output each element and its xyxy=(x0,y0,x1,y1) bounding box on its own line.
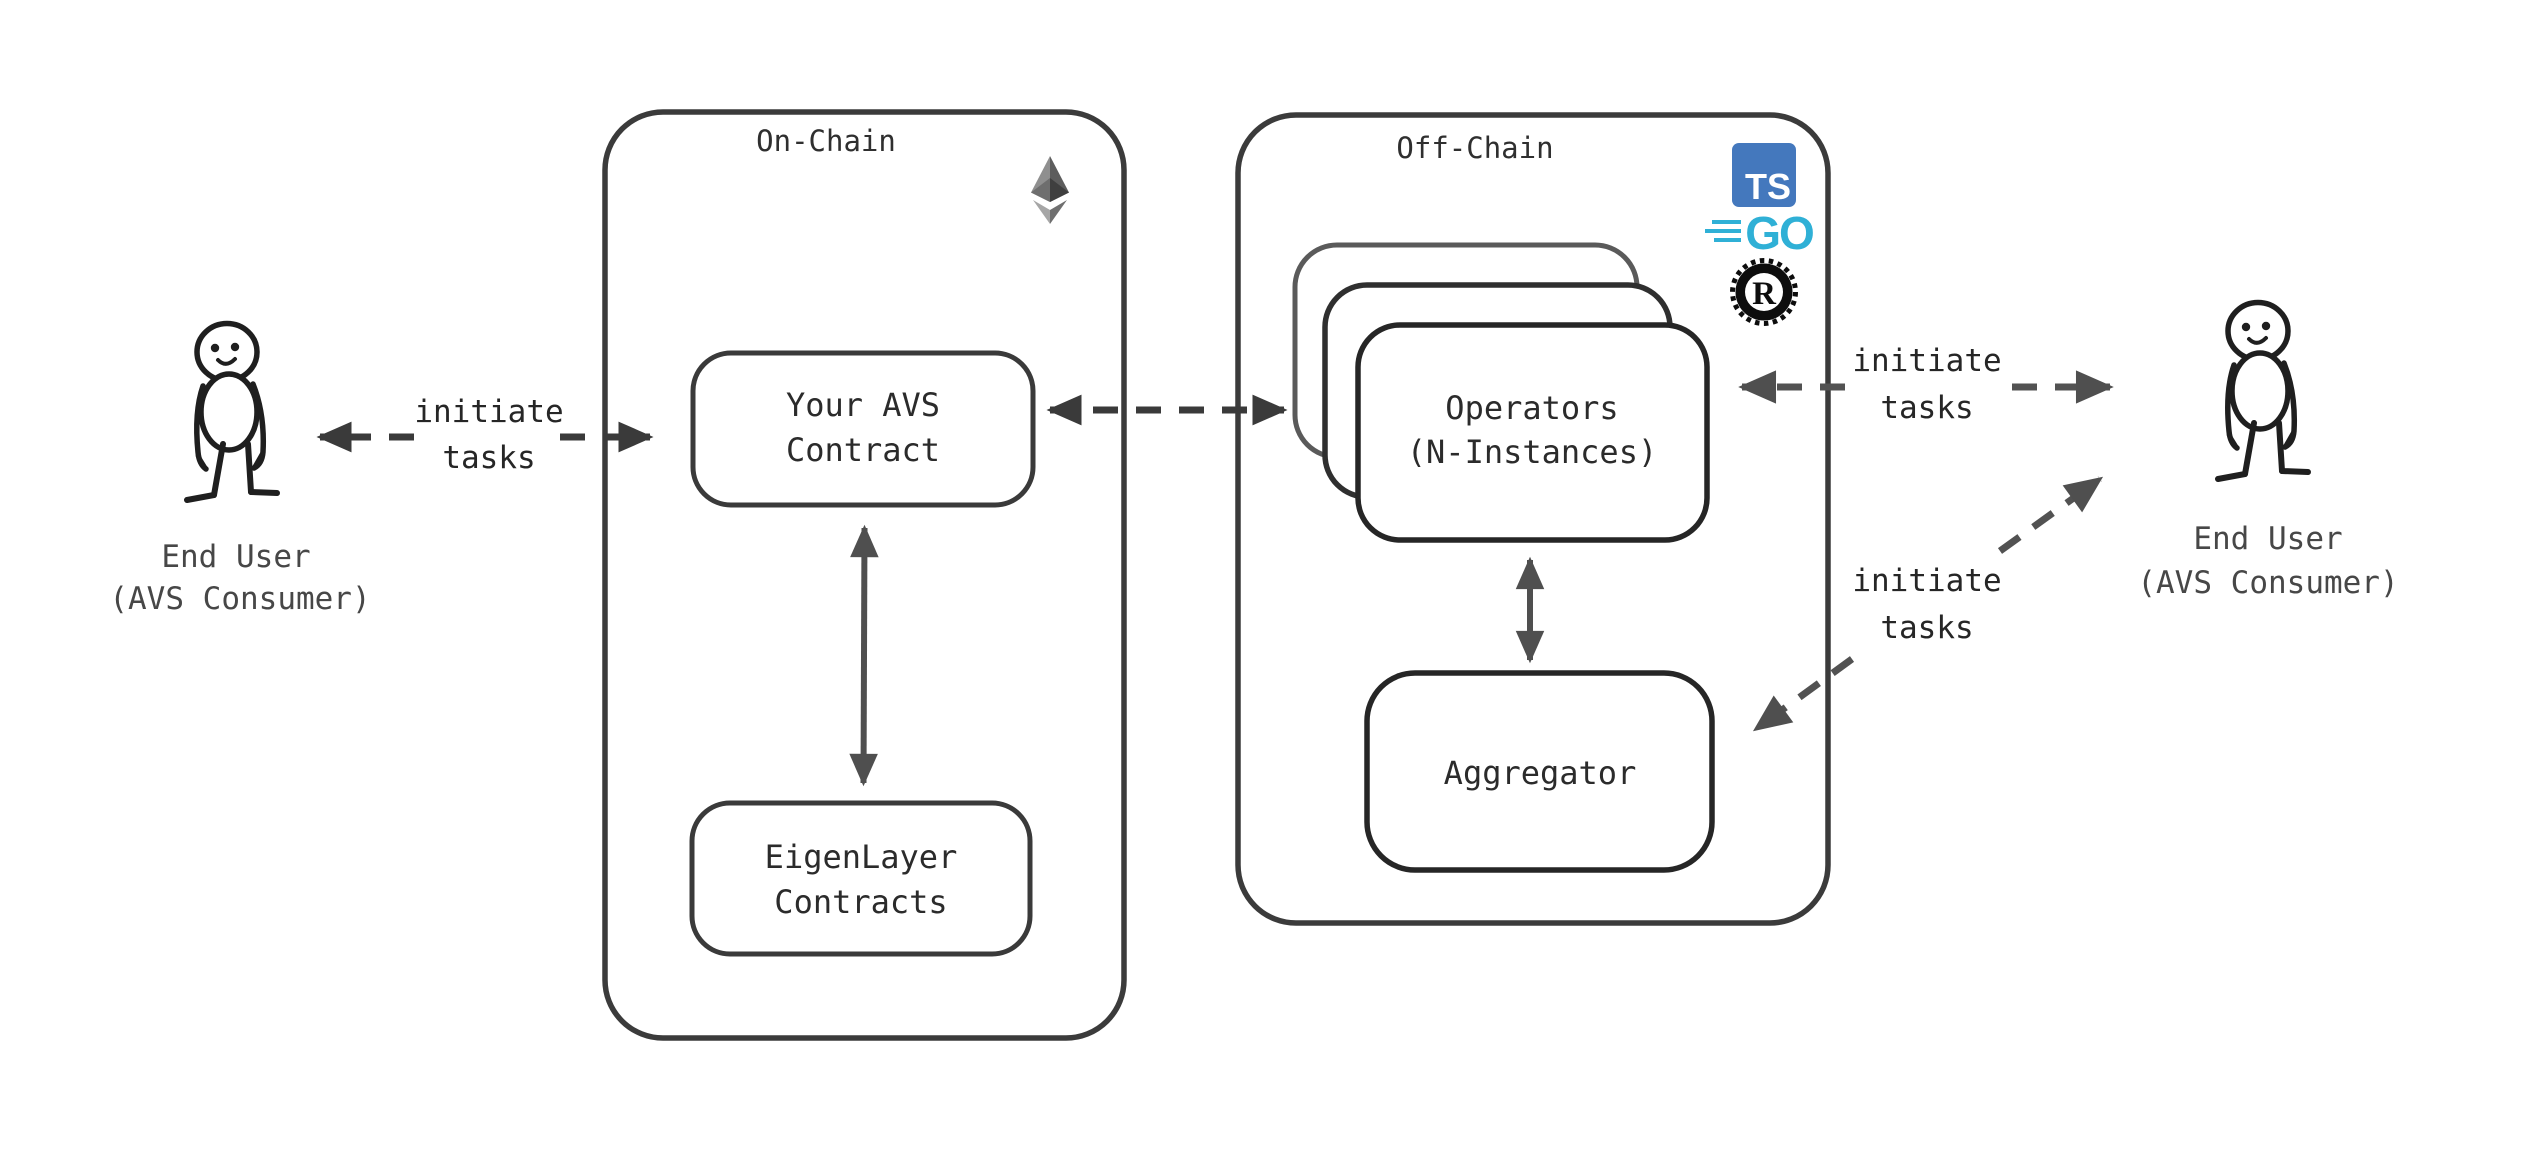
edge-diagonal-initiate-tasks: initiate tasks xyxy=(1752,476,2104,732)
diagonal-initiate-label-line1: initiate xyxy=(1852,563,2001,599)
avs-contract-label-line2: Contract xyxy=(786,431,940,469)
left-end-user: End User (AVS Consumer) xyxy=(109,324,371,617)
rust-icon: R xyxy=(1730,258,1798,326)
off-chain-container: Off-Chain TS GO R Operators (N-Instances… xyxy=(1235,112,1831,926)
operators-label-line2: (N-Instances) xyxy=(1407,433,1657,471)
edge-right-initiate-tasks: initiate tasks xyxy=(1738,343,2114,426)
right-initiate-label-line1: initiate xyxy=(1852,343,2001,379)
operators-card-front xyxy=(1355,322,1710,543)
on-chain-container: On-Chain Your AVS Contract EigenLayer Co… xyxy=(602,109,1127,1041)
left-end-user-figure xyxy=(187,324,277,501)
left-end-user-label-line2: (AVS Consumer) xyxy=(109,581,370,617)
diagonal-initiate-label-line2: tasks xyxy=(1880,610,1973,646)
rust-icon-text: R xyxy=(1752,276,1777,312)
ethereum-icon xyxy=(1031,156,1069,224)
eigenlayer-label-line2: Contracts xyxy=(774,883,947,921)
go-icon-text: GO xyxy=(1745,207,1813,259)
right-end-user: End User (AVS Consumer) xyxy=(2137,303,2399,601)
go-icon: GO xyxy=(1705,207,1815,259)
operators-label-line1: Operators xyxy=(1445,389,1618,427)
avs-contract-label-line1: Your AVS xyxy=(786,386,940,424)
off-chain-title: Off-Chain xyxy=(1396,131,1553,165)
eigenlayer-label-line1: EigenLayer xyxy=(765,838,958,876)
on-chain-title: On-Chain xyxy=(756,124,896,158)
left-initiate-label-line2: tasks xyxy=(442,440,535,476)
node-operators-stack: Operators (N-Instances) xyxy=(1292,242,1710,543)
node-avs-contract: Your AVS Contract xyxy=(690,350,1036,508)
right-end-user-figure xyxy=(2218,303,2308,480)
node-aggregator: Aggregator xyxy=(1364,670,1715,873)
typescript-icon: TS xyxy=(1732,143,1796,207)
edge-left-initiate-tasks: initiate tasks xyxy=(316,394,654,476)
right-end-user-label-line2: (AVS Consumer) xyxy=(2137,565,2398,601)
avs-eigenlayer-connector xyxy=(849,524,879,787)
left-initiate-label-line1: initiate xyxy=(414,394,563,430)
aggregator-label: Aggregator xyxy=(1444,754,1637,792)
right-initiate-label-line2: tasks xyxy=(1880,390,1973,426)
left-end-user-label-line1: End User xyxy=(161,539,310,575)
right-end-user-label-line1: End User xyxy=(2193,521,2342,557)
typescript-icon-text: TS xyxy=(1745,166,1791,207)
node-eigenlayer-contracts: EigenLayer Contracts xyxy=(689,800,1033,957)
